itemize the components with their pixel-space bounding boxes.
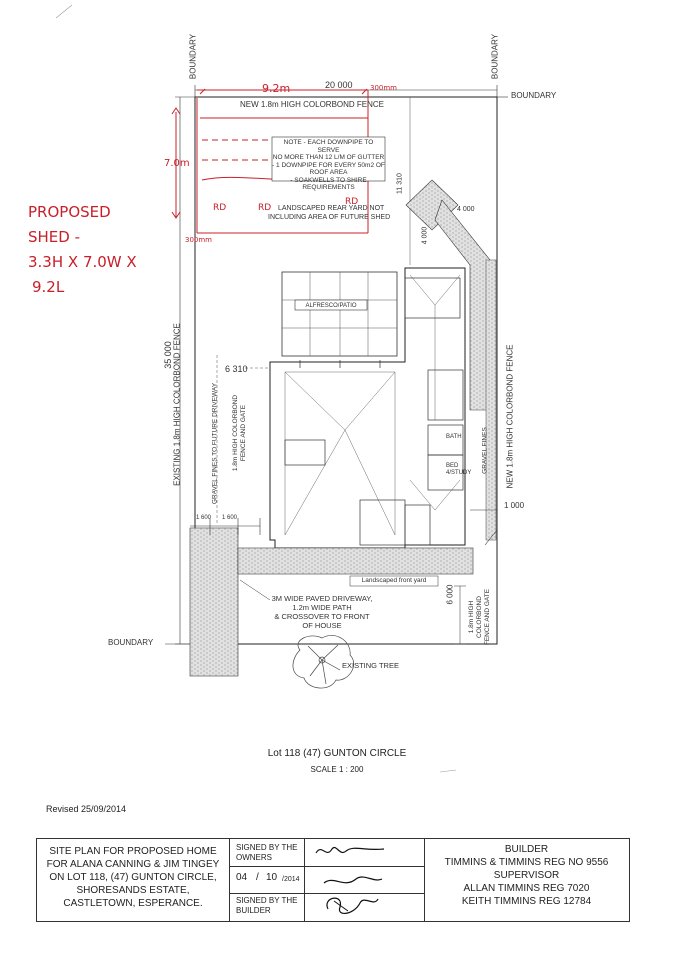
existing-tree-label: EXISTING TREE <box>342 661 399 670</box>
date-day: 04 <box>236 872 248 883</box>
proposed-shed-annotation: PROPOSED SHED - 3.3H X 7.0W X 9.2L <box>28 200 137 300</box>
signature-labels: SIGNED BY THE OWNERS 04 / 10 /2014 SIGNE… <box>230 839 305 921</box>
front-fence-line: COLORBOND <box>476 596 483 638</box>
downpipe-marker: RD <box>258 203 272 213</box>
lot-title: Lot 118 (47) GUNTON CIRCLE <box>267 748 407 759</box>
signature-icon <box>315 847 385 914</box>
proposed-line: 3.3H X 7.0W X <box>28 253 137 271</box>
driveway-label: 3M WIDE PAVED DRIVEWAY, 1.2m WIDE PATH &… <box>262 594 382 630</box>
date-separator: / <box>256 872 259 883</box>
dimension-1000: 1 000 <box>504 501 525 510</box>
new-fence-top-label: NEW 1.8m HIGH COLORBOND FENCE <box>240 100 385 109</box>
shed-length-annotation: 9.2m <box>262 82 291 95</box>
width-dimension: 20 000 <box>325 80 353 90</box>
signature-area <box>304 839 425 921</box>
setback-dimension-11310: 11 310 <box>396 173 404 194</box>
boundary-label-right: BOUNDARY <box>511 91 557 100</box>
proposed-line: 9.2L <box>32 278 65 296</box>
fence-gate-line: 1.8m HIGH COLORBOND <box>232 394 239 472</box>
existing-fence-left-label: EXISTING 1.8m HIGH COLORBOND FENCE <box>172 323 182 486</box>
signed-builder-line: SIGNED BY THE <box>236 896 298 905</box>
signed-builder-label: SIGNED BY THE BUILDER <box>236 896 298 916</box>
depth-dimension: 35 000 <box>163 341 173 369</box>
note-line: NOTE - EACH DOWNPIPE TO SERVE <box>283 139 374 154</box>
description-line: FOR ALANA CANNING & JIM TINGEY <box>46 859 220 870</box>
note-line: NO MORE THAN 12 L/M OF GUTTER <box>272 154 385 161</box>
driveway-line: 3M WIDE PAVED DRIVEWAY, <box>271 594 373 603</box>
driveway-line: & CROSSOVER TO FRONT <box>274 612 370 621</box>
proposed-line: PROPOSED <box>28 203 111 221</box>
bed-line: 4/STUDY <box>446 470 472 476</box>
driveway-line: OF HOUSE <box>302 621 342 630</box>
builder-line: BUILDER <box>504 844 549 855</box>
downpipe-marker: RD <box>213 203 227 213</box>
date-year: /2014 <box>282 876 300 883</box>
boundary-label-right-top: BOUNDARY <box>490 33 500 80</box>
shed-width-annotation: 7.0m <box>164 158 190 169</box>
dimension-6000: 6 000 <box>445 584 455 605</box>
new-fence-right-label: NEW 1.8m HIGH COLORBOND FENCE <box>505 344 515 489</box>
builder-line: KEITH TIMMINS REG 12784 <box>461 896 592 907</box>
bed-line: BED <box>446 463 459 469</box>
dimension-1600-a: 1 600 <box>196 515 212 521</box>
boundary-label-bottom: BOUNDARY <box>108 638 154 647</box>
dimension-4000-vertical: 4 000 <box>421 226 429 245</box>
landscaped-front-label: Landscaped front yard <box>361 577 427 584</box>
signed-owners-label: SIGNED BY THE OWNERS <box>236 843 298 863</box>
fence-gate-label: 1.8m HIGH COLORBOND FENCE AND GATE <box>232 388 248 478</box>
note-line: - SOAKWELLS TO SHIRE <box>290 176 367 184</box>
title-block: SITE PLAN FOR PROPOSED HOME FOR ALANA CA… <box>36 838 630 922</box>
revised-date: Revised 25/09/2014 <box>46 804 127 814</box>
landscaped-rear-line: INCLUDING AREA OF FUTURE SHED <box>268 214 391 221</box>
description-line: SHORESANDS ESTATE, <box>76 885 190 896</box>
dimension-1600-b: 1 600 <box>222 515 238 521</box>
scale-label: SCALE 1 : 200 <box>310 765 364 774</box>
date-field: 04 / 10 /2014 <box>230 866 304 894</box>
landscaped-rear-label: LANDSCAPED REAR YARD NOT INCLUDING AREA … <box>268 204 390 222</box>
alfresco-label: ALFRESCO/PATIO <box>305 303 357 309</box>
proposed-line: SHED - <box>28 228 81 246</box>
tree-icon <box>292 635 355 689</box>
builder-details: BUILDER TIMMINS & TIMMINS REG NO 9556 SU… <box>424 839 629 921</box>
builder-line: SUPERVISOR <box>493 870 560 881</box>
builder-line: ALLAN TIMMINS REG 7020 <box>463 883 590 894</box>
description-line: CASTLETOWN, ESPERANCE. <box>63 898 203 909</box>
front-fence-label: 1.8m HIGH COLORBOND FENCE AND GATE <box>468 577 492 657</box>
downpipe-note: NOTE - EACH DOWNPIPE TO SERVE NO MORE TH… <box>272 139 385 192</box>
date-month: 10 <box>266 872 278 883</box>
project-description: SITE PLAN FOR PROPOSED HOME FOR ALANA CA… <box>37 839 230 921</box>
boundary-label-left-top: BOUNDARY <box>188 33 198 80</box>
bath-label: BATH <box>446 434 462 440</box>
front-fence-line: FENCE AND GATE <box>484 588 491 646</box>
signed-owners-line: SIGNED BY THE <box>236 843 298 852</box>
dimension-6310: 6 310 <box>225 364 248 374</box>
bed-label: BED 4/STUDY <box>446 463 471 477</box>
note-line: - 1 DOWNPIPE FOR EVERY 50m2 OF <box>272 161 385 169</box>
signed-owners-line: OWNERS <box>236 853 272 862</box>
front-fence-line: 1.8m HIGH <box>468 600 475 634</box>
shed-offset-top-annotation: 300mm <box>370 84 397 92</box>
fence-gate-line: FENCE AND GATE <box>240 404 247 462</box>
description-line: SITE PLAN FOR PROPOSED HOME <box>49 846 217 857</box>
landscaped-rear-line: LANDSCAPED REAR YARD NOT <box>278 205 385 212</box>
note-line: ROOF AREA <box>309 169 348 176</box>
gravel-fines-right-label: GRAVEL FINES <box>481 427 489 474</box>
description-line: ON LOT 118, (47) GUNTON CIRCLE, <box>49 872 217 883</box>
driveway-line: 1.2m WIDE PATH <box>292 603 352 612</box>
signed-builder-line: BUILDER <box>236 906 271 915</box>
gravel-fines-left-label: GRAVEL FINES TO FUTURE DRIVEWAY <box>211 382 219 505</box>
shed-offset-bottom-annotation: 300mm <box>185 236 212 244</box>
dimension-4000-horizontal: 4 000 <box>457 206 475 213</box>
builder-line: TIMMINS & TIMMINS REG NO 9556 <box>444 857 609 868</box>
downpipe-marker: RD <box>345 197 359 207</box>
note-line: REQUIREMENTS <box>302 184 355 191</box>
